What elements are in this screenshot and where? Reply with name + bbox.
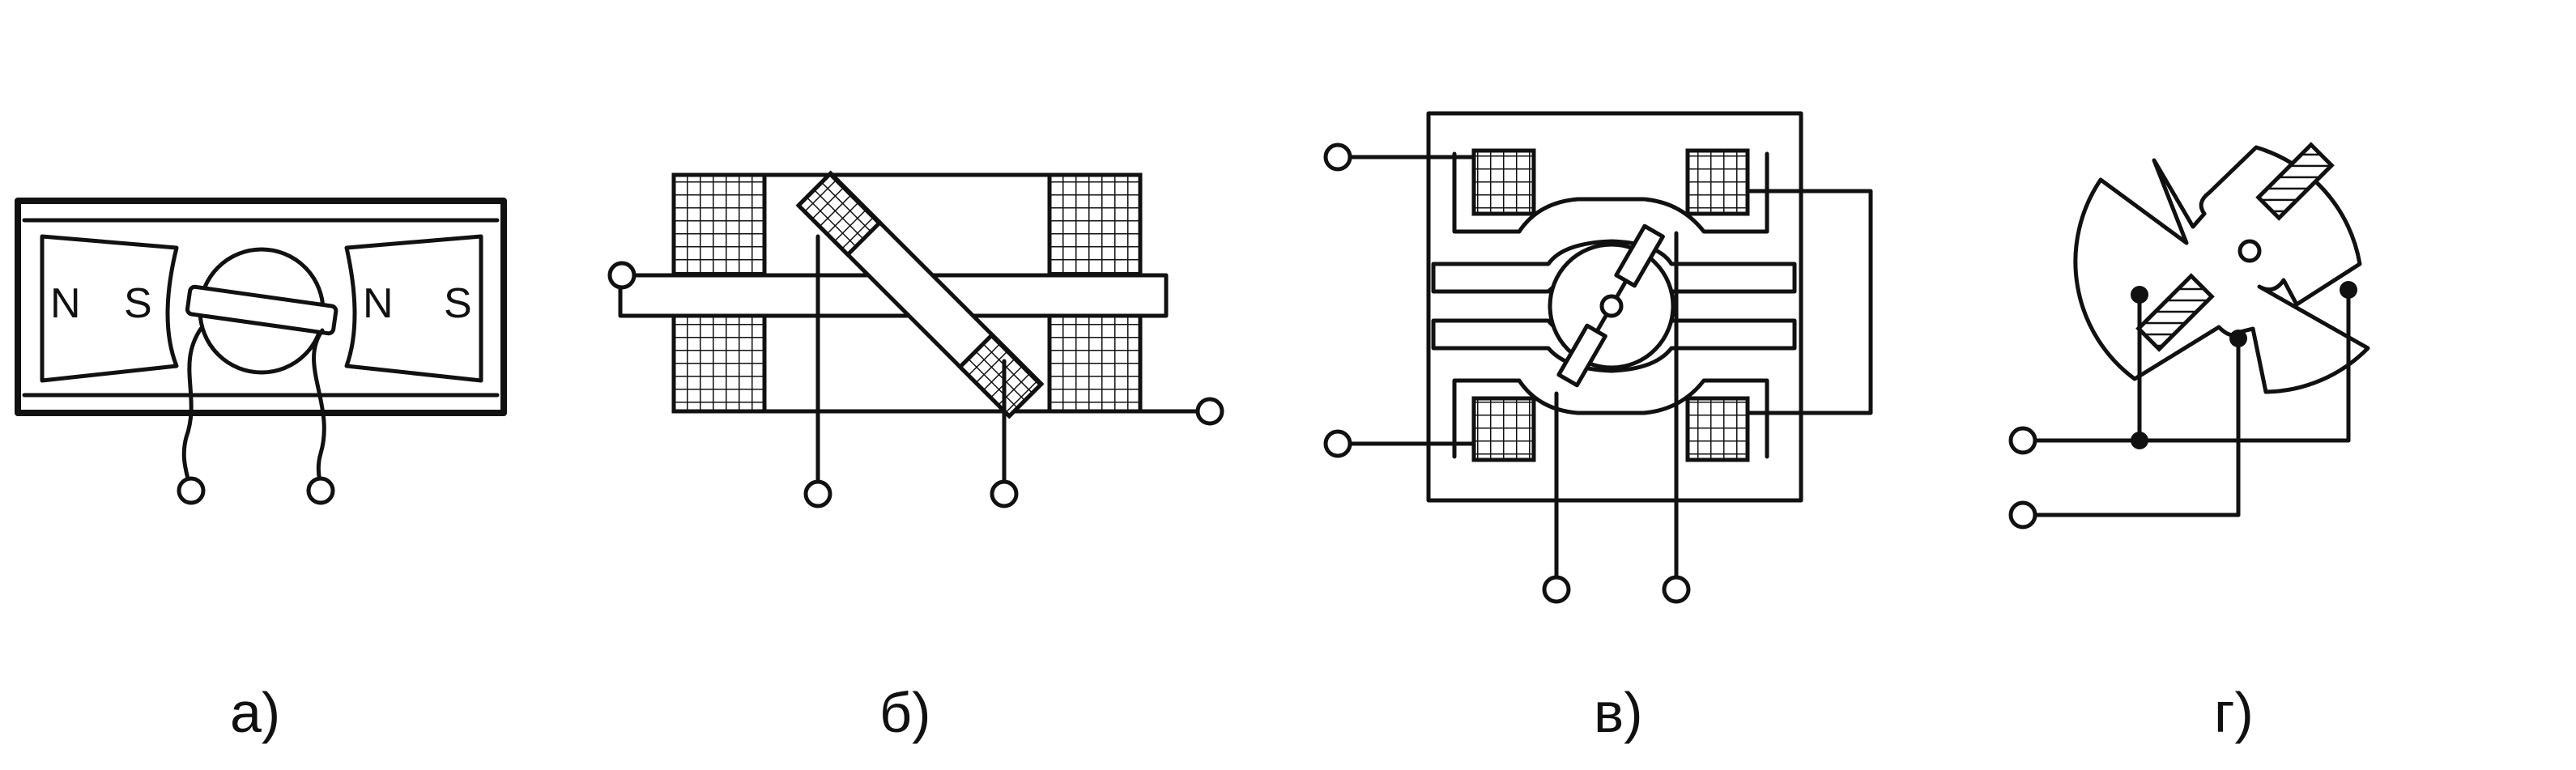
panel-a-pole-right-south: S (444, 280, 472, 327)
panel-g-terminal-lower (2008, 500, 2037, 530)
panel-v-coil-top-left (1471, 148, 1536, 216)
panel-b-armature-end-bottom (956, 331, 1045, 419)
panel-b-coil-top-left (671, 172, 767, 278)
panel-b-terminal-left (607, 261, 637, 290)
panel-b-armature-end-top (795, 170, 884, 258)
panel-v-coil-bottom-right (1685, 396, 1750, 462)
panel-v-terminal-top-left (1323, 143, 1352, 172)
panel-b-caption: б) (879, 681, 930, 744)
panel-b-terminal-right (1195, 397, 1224, 426)
panel-a-left-pole-piece (40, 234, 179, 383)
panel-v-terminal-bottom-b (1662, 575, 1691, 604)
panel-a-pole-right-north: N (363, 280, 394, 327)
panel-b-coil-bottom-right (1047, 313, 1143, 414)
panel-v-coil-top-right (1685, 148, 1750, 216)
panel-a-frame (15, 198, 507, 416)
panel-a-caption: а) (230, 681, 280, 744)
panel-g-induction-mechanism (2008, 142, 2370, 530)
panel-a-right-pole-piece (344, 234, 483, 383)
panel-v-ferrodynamic-mechanism (1323, 111, 1873, 604)
panel-v-coil-bottom-left (1471, 396, 1536, 462)
panel-a-moving-coil-mechanism: N S N S (15, 198, 507, 505)
panel-g-pivot (2238, 239, 2262, 263)
panel-v-yoke (1426, 111, 1803, 503)
panel-b-terminal-bottom-left (803, 479, 832, 508)
panel-g-disc (2073, 145, 2370, 394)
panel-b-terminal-bottom-right (990, 479, 1019, 508)
panel-b-coil-bottom-left (671, 313, 767, 414)
panel-a-pole-left-south: S (124, 280, 152, 327)
panel-v-caption: в) (1594, 681, 1643, 744)
panel-a-terminal-right (306, 476, 335, 505)
panel-v-terminal-bottom-left (1323, 429, 1352, 458)
panel-v-terminal-bottom-a (1542, 575, 1571, 604)
panel-g-terminal-upper (2008, 426, 2037, 455)
panel-g-vane-lower (2135, 273, 2215, 352)
panel-a-pole-left-north: N (50, 280, 81, 327)
panel-b-electromagnetic-mechanism (607, 170, 1224, 508)
panel-a-terminal-left (177, 476, 206, 505)
panel-b-coil-top-right (1047, 172, 1143, 278)
panel-a-moving-coil (185, 284, 338, 336)
panel-g-caption: г) (2214, 681, 2254, 744)
panel-g-vane-upper (2255, 142, 2335, 221)
